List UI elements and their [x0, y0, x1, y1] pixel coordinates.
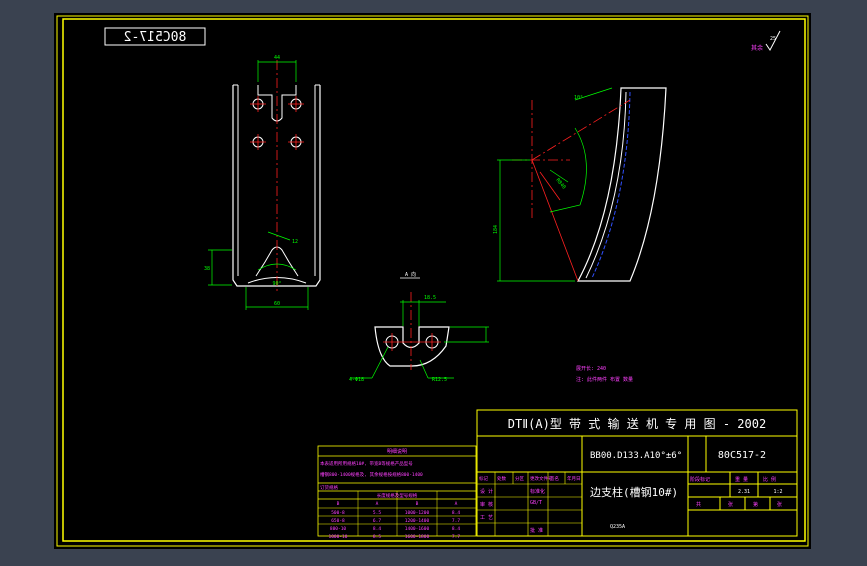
svg-text:18.5: 18.5 — [424, 295, 436, 301]
svg-text:25: 25 — [770, 36, 776, 42]
front-view-holes — [250, 96, 304, 150]
drawing-number-stamp: 80C517-2 — [104, 27, 206, 46]
variant-table-cell: 650-8 — [331, 518, 345, 524]
front-view-outline — [232, 85, 321, 287]
svg-text:槽钢800-1400规格及, 其余规格按规格800-1400: 槽钢800-1400规格及, 其余规格按规格800-1400 — [320, 471, 423, 478]
svg-text:标准化: 标准化 — [530, 488, 545, 495]
variant-table-cell: 1400-1600 — [405, 526, 430, 532]
svg-text:工 艺: 工 艺 — [480, 515, 493, 521]
svg-text:4-Φ18: 4-Φ18 — [349, 377, 364, 383]
variant-table-cell: 1200-1400 — [405, 518, 430, 524]
drawing-frame — [62, 18, 806, 542]
svg-text:年月日: 年月日 — [567, 475, 581, 482]
variant-table-cell: 5.5 — [373, 510, 381, 516]
note-quantity: 注: 此件两件 布置 数量 — [576, 376, 633, 383]
variant-table-cell: 7.7 — [452, 518, 460, 524]
variant-table-cell: 1000-10 — [329, 534, 348, 540]
svg-text:处数: 处数 — [497, 475, 506, 482]
svg-text:44: 44 — [274, 55, 280, 61]
detail-view-label: A 向 — [405, 271, 416, 278]
variant-table-cell: 7.7 — [452, 534, 460, 540]
variant-table: 明细说明 本表适用所用规格10#, 带宽B等规格产品型号 槽钢800-1400规… — [317, 445, 477, 540]
svg-text:批 准: 批 准 — [530, 527, 543, 534]
part-name: 边支柱(槽钢10#) — [590, 485, 678, 499]
material: Q235A — [610, 524, 625, 530]
svg-text:更改文件号: 更改文件号 — [530, 475, 553, 482]
weight-value: 2.31 — [738, 489, 750, 495]
svg-text:张: 张 — [777, 501, 782, 508]
stamp-text: 80C517-2 — [124, 30, 187, 45]
svg-text:60: 60 — [274, 301, 280, 307]
svg-text:明细说明: 明细说明 — [387, 448, 407, 455]
svg-text:R12.5: R12.5 — [432, 377, 447, 383]
svg-text:第: 第 — [753, 501, 758, 508]
svg-text:设 计: 设 计 — [480, 488, 493, 495]
side-view-outline — [576, 87, 667, 282]
title-block: DTⅡ(A)型 带 式 输 送 机 专 用 图 - 2002 BB00.D133… — [476, 409, 798, 537]
svg-text:12: 12 — [292, 239, 298, 245]
side-view: 184 10° R840 — [493, 87, 667, 282]
spec-code: BB00.D133.A10°±6° — [590, 451, 682, 461]
svg-text:184: 184 — [493, 225, 499, 234]
title-block-rows: 设 计 标准化 审 核 工 艺 批 准 — [480, 488, 545, 534]
svg-text:A: A — [376, 501, 379, 507]
svg-text:B: B — [337, 501, 340, 507]
svg-text:比 例: 比 例 — [763, 476, 776, 483]
variant-table-cell: 800-10 — [330, 526, 347, 532]
svg-text:共: 共 — [696, 501, 701, 508]
variant-table-cell: 500-8 — [331, 510, 345, 516]
svg-text:38: 38 — [204, 266, 210, 272]
note-unfolded-length: 展开长: 240 — [576, 365, 606, 372]
variant-table-header: B A B A — [337, 501, 458, 507]
outer-border — [56, 15, 809, 547]
drawing-number: 80C517-2 — [718, 450, 766, 461]
variant-table-cell: 8.4 — [373, 526, 381, 532]
svg-text:订货规格: 订货规格 — [320, 484, 338, 491]
svg-text:张: 张 — [728, 501, 733, 508]
svg-text:阶段标记: 阶段标记 — [690, 476, 710, 483]
svg-text:其余: 其余 — [751, 44, 763, 52]
variant-table-rows: 500-8 5.5 1000-1200 8.4 650-8 6.7 1200-1400 7.7… — [329, 510, 461, 540]
svg-text:签名: 签名 — [550, 475, 559, 482]
svg-text:B: B — [416, 501, 419, 507]
front-view: 44 60 38 12 90° — [204, 55, 321, 310]
detail-view-a: A 向 18.5 4-Φ18 R12.5 — [349, 271, 489, 383]
svg-text:GB/T: GB/T — [530, 500, 542, 506]
variant-table-cell: 1000-1200 — [405, 510, 430, 516]
roughness-mark: 其余 25 — [751, 30, 781, 52]
title-block-header: 标记 处数 分区 更改文件号 签名 年月日 — [479, 475, 581, 482]
variant-table-cell: 8.4 — [452, 526, 460, 532]
paper-sheet — [54, 13, 811, 549]
variant-table-cell: 8.4 — [452, 510, 460, 516]
project-title: DTⅡ(A)型 带 式 输 送 机 专 用 图 - 2002 — [508, 416, 766, 431]
variant-table-cell: 6.7 — [373, 518, 381, 524]
svg-text:本表适用所用规格10#, 带宽B等规格产品型号: 本表适用所用规格10#, 带宽B等规格产品型号 — [320, 460, 413, 467]
svg-text:标记: 标记 — [479, 475, 488, 482]
svg-text:重 量: 重 量 — [735, 476, 748, 483]
detail-view-outline — [374, 326, 450, 367]
scale-value: 1:2 — [773, 489, 782, 495]
side-view-dimensions — [497, 87, 613, 282]
svg-text:分区: 分区 — [515, 475, 524, 482]
side-view-hidden-line — [591, 91, 631, 279]
svg-text:审 核: 审 核 — [480, 501, 493, 508]
svg-text:长度规格及型号规格: 长度规格及型号规格 — [377, 492, 418, 499]
svg-text:90°: 90° — [272, 281, 281, 287]
svg-text:A: A — [455, 501, 458, 507]
svg-text:10°: 10° — [574, 95, 583, 101]
variant-table-cell: 1600-1800 — [405, 534, 430, 540]
detail-view-dimensions — [350, 300, 489, 379]
front-view-dimensions — [208, 60, 309, 310]
variant-table-cell: 8.5 — [373, 534, 381, 540]
